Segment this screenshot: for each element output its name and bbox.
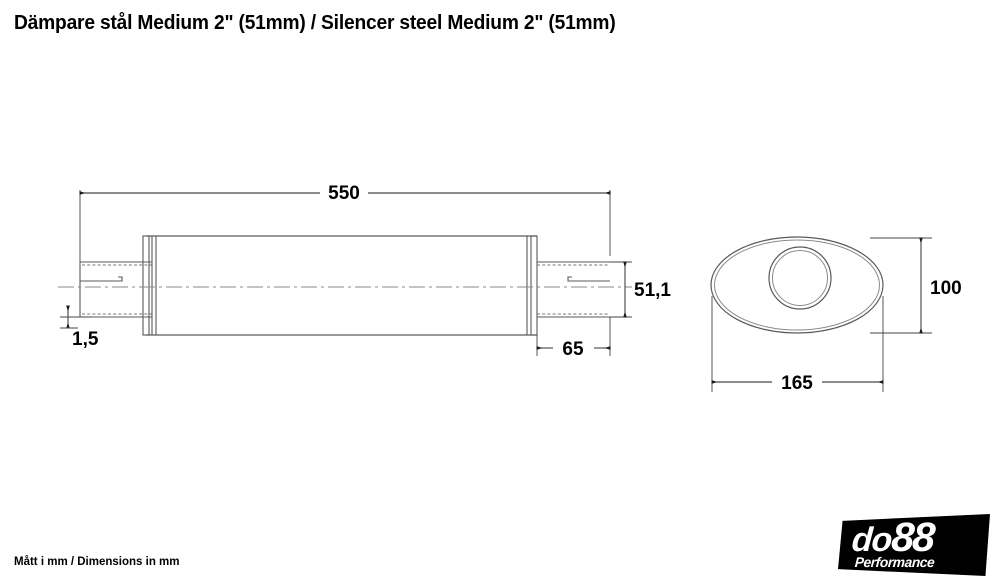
right-end-cap xyxy=(526,235,538,336)
logo-wordmark: do88 xyxy=(851,514,935,560)
body-outer-oval xyxy=(710,236,884,334)
dimension-body-height: 100 xyxy=(870,237,962,334)
body-inner-oval xyxy=(714,239,880,331)
page-title: Dämpare stål Medium 2" (51mm) / Silencer… xyxy=(14,12,616,34)
dimension-body-width: 165 xyxy=(711,296,884,394)
inlet-pipe xyxy=(79,261,152,318)
logo-plate xyxy=(838,514,990,576)
dimension-overall-length: 550 xyxy=(79,183,611,262)
dimension-pipe-diameter: 51,1 xyxy=(610,261,671,318)
dimension-stub-length: 65 xyxy=(536,317,611,360)
dimension-label-550: 550 xyxy=(328,183,360,204)
side-view: 550 1,5 51,1 65 xyxy=(58,183,671,360)
dimension-wall-thickness: 1,5 xyxy=(60,305,99,350)
pipe-outer-circle xyxy=(768,246,832,310)
logo-tagline: Performance xyxy=(854,554,935,570)
dimension-label-65: 65 xyxy=(562,339,584,360)
pipe-inner-circle xyxy=(772,250,828,306)
dimension-label-1-5: 1,5 xyxy=(72,329,99,350)
brand-logo: do88 Performance xyxy=(838,514,990,576)
end-view: 100 165 xyxy=(710,236,962,394)
dimension-label-51-1: 51,1 xyxy=(634,280,671,301)
left-end-cap xyxy=(142,235,157,336)
dimension-label-100: 100 xyxy=(930,278,962,299)
silencer-body xyxy=(146,235,537,336)
footer-note: Mått i mm / Dimensions in mm xyxy=(14,556,180,568)
dimension-label-165: 165 xyxy=(781,373,813,394)
outlet-pipe xyxy=(537,261,610,318)
